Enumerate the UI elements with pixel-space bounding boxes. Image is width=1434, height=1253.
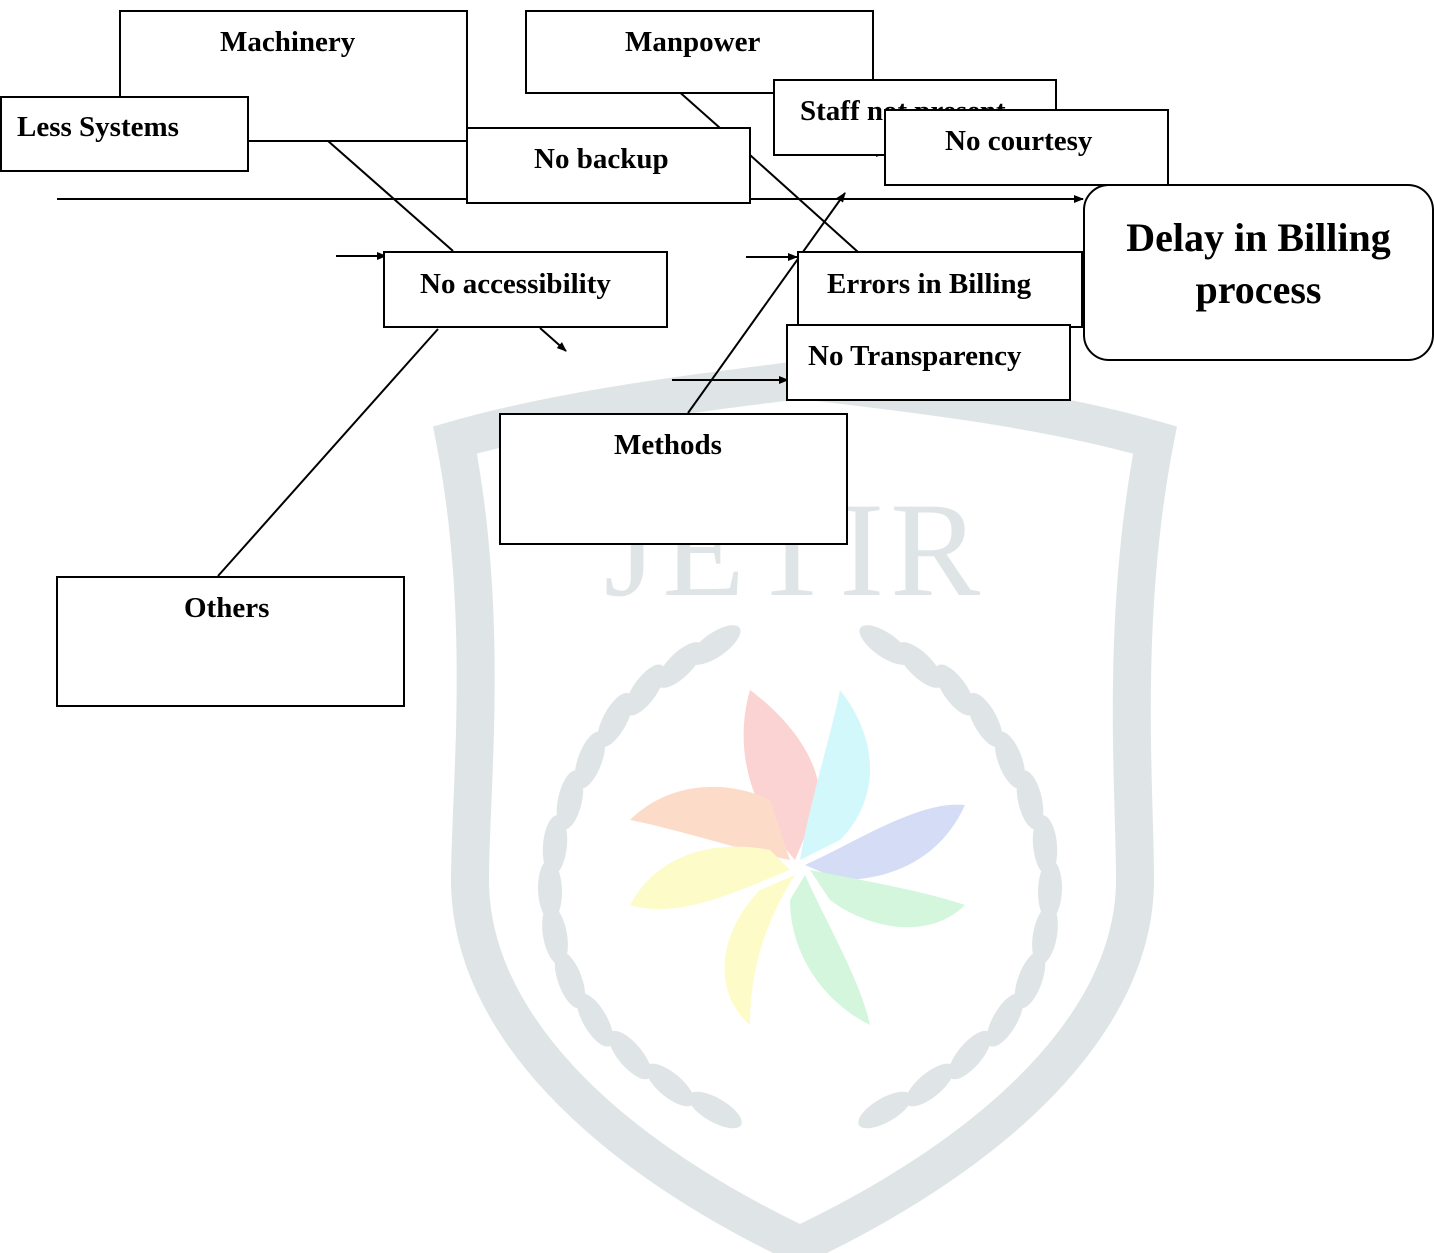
others-label: Others bbox=[184, 592, 270, 624]
flower-petal-3 bbox=[805, 804, 965, 880]
watermark-laurel-right bbox=[858, 625, 1063, 1129]
machinery-label: Machinery bbox=[220, 26, 356, 58]
less-systems-box bbox=[0, 96, 249, 172]
no-backup-box bbox=[466, 127, 751, 204]
flower-petal-2 bbox=[800, 690, 870, 860]
flower-petal-6 bbox=[724, 875, 795, 1025]
effect-box: Delay in Billing process bbox=[1083, 184, 1434, 361]
errors-in-billing-label: Errors in Billing bbox=[827, 268, 1032, 300]
less-systems-label: Less Systems bbox=[17, 111, 179, 143]
flower-petal-7 bbox=[790, 875, 870, 1025]
watermark-flower bbox=[630, 690, 965, 1025]
no-courtesy-label: No courtesy bbox=[945, 125, 1093, 157]
flower-petal-5 bbox=[630, 846, 790, 910]
flower-petal-8 bbox=[810, 870, 965, 928]
no-accessibility-label: No accessibility bbox=[420, 268, 611, 300]
watermark-shield bbox=[433, 360, 1177, 1253]
flower-petal-1 bbox=[743, 690, 820, 860]
manpower-label: Manpower bbox=[625, 26, 761, 58]
no-backup-label: No backup bbox=[534, 143, 669, 175]
arrow-accessibility-out bbox=[539, 327, 567, 352]
methods-bone bbox=[687, 192, 846, 414]
no-transparency-label: No Transparency bbox=[808, 340, 1022, 372]
manpower-bone-lower bbox=[749, 154, 859, 253]
methods-label: Methods bbox=[614, 429, 722, 461]
no-accessibility-box bbox=[383, 251, 668, 328]
no-courtesy-box bbox=[884, 109, 1169, 186]
watermark-laurel-left bbox=[537, 625, 742, 1129]
methods-box bbox=[499, 413, 848, 545]
others-bone bbox=[217, 328, 439, 577]
no-transparency-box bbox=[786, 324, 1071, 401]
others-box bbox=[56, 576, 405, 707]
flower-petal-4 bbox=[630, 786, 790, 860]
